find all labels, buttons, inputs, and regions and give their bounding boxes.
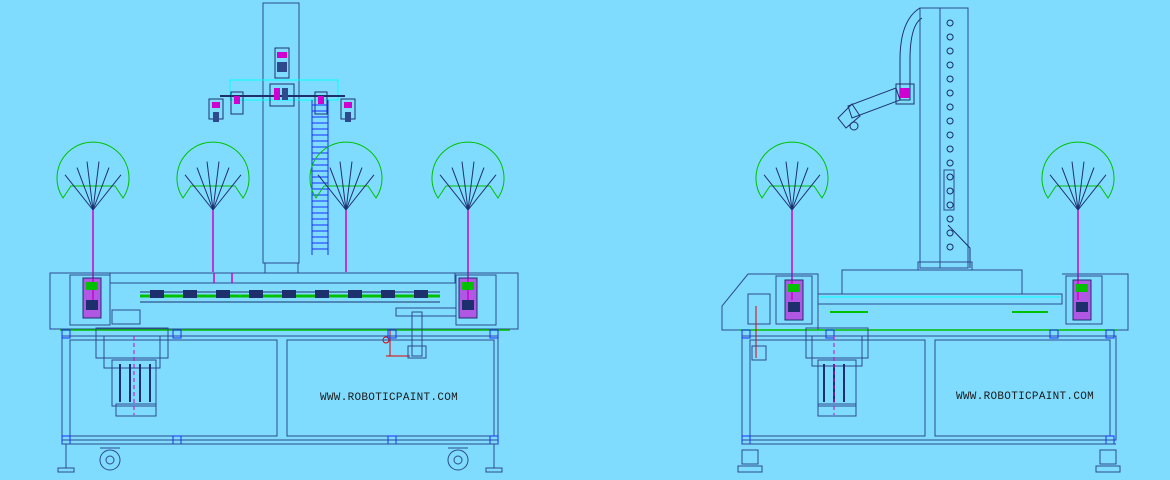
side-leveling-foot-right [1095, 449, 1121, 473]
spray-gun [314, 91, 328, 115]
front-spray-gun-assembly [208, 47, 356, 122]
front-base-cabinet [61, 329, 499, 445]
side-base-cabinet [741, 329, 1117, 445]
front-caster-wheel-right [447, 447, 469, 471]
umbrella-fixture [309, 141, 383, 272]
front-leveling-foot-left [57, 444, 75, 473]
side-leveling-foot-left [737, 449, 763, 473]
front-conveyor-table [49, 272, 519, 331]
front-caster-wheel-left [99, 447, 121, 471]
front-leveling-foot-right [485, 444, 503, 473]
umbrella-fixture [755, 141, 829, 300]
front-view [49, 2, 519, 473]
side-robot-tower [899, 7, 973, 271]
spray-gun [208, 98, 224, 122]
front-view-watermark: WWW.ROBOTICPAINT.COM [320, 392, 458, 404]
front-drive-unit-left [69, 274, 111, 326]
side-umbrella-fixtures [755, 141, 1115, 300]
side-robot-arm [837, 83, 915, 131]
side-view-watermark: WWW.ROBOTICPAINT.COM [956, 391, 1094, 403]
side-drive-unit-right [1065, 275, 1103, 325]
spray-gun [230, 91, 244, 115]
front-motor [95, 327, 169, 417]
front-drive-unit-right [455, 274, 497, 326]
umbrella-fixture [431, 141, 505, 300]
front-cable-chain [311, 100, 329, 255]
side-motor [805, 327, 869, 417]
spray-gun [340, 98, 356, 122]
front-dimension-marker [382, 311, 427, 359]
side-drive-unit-left [775, 275, 813, 325]
umbrella-fixture [176, 141, 250, 272]
side-view [721, 7, 1129, 473]
